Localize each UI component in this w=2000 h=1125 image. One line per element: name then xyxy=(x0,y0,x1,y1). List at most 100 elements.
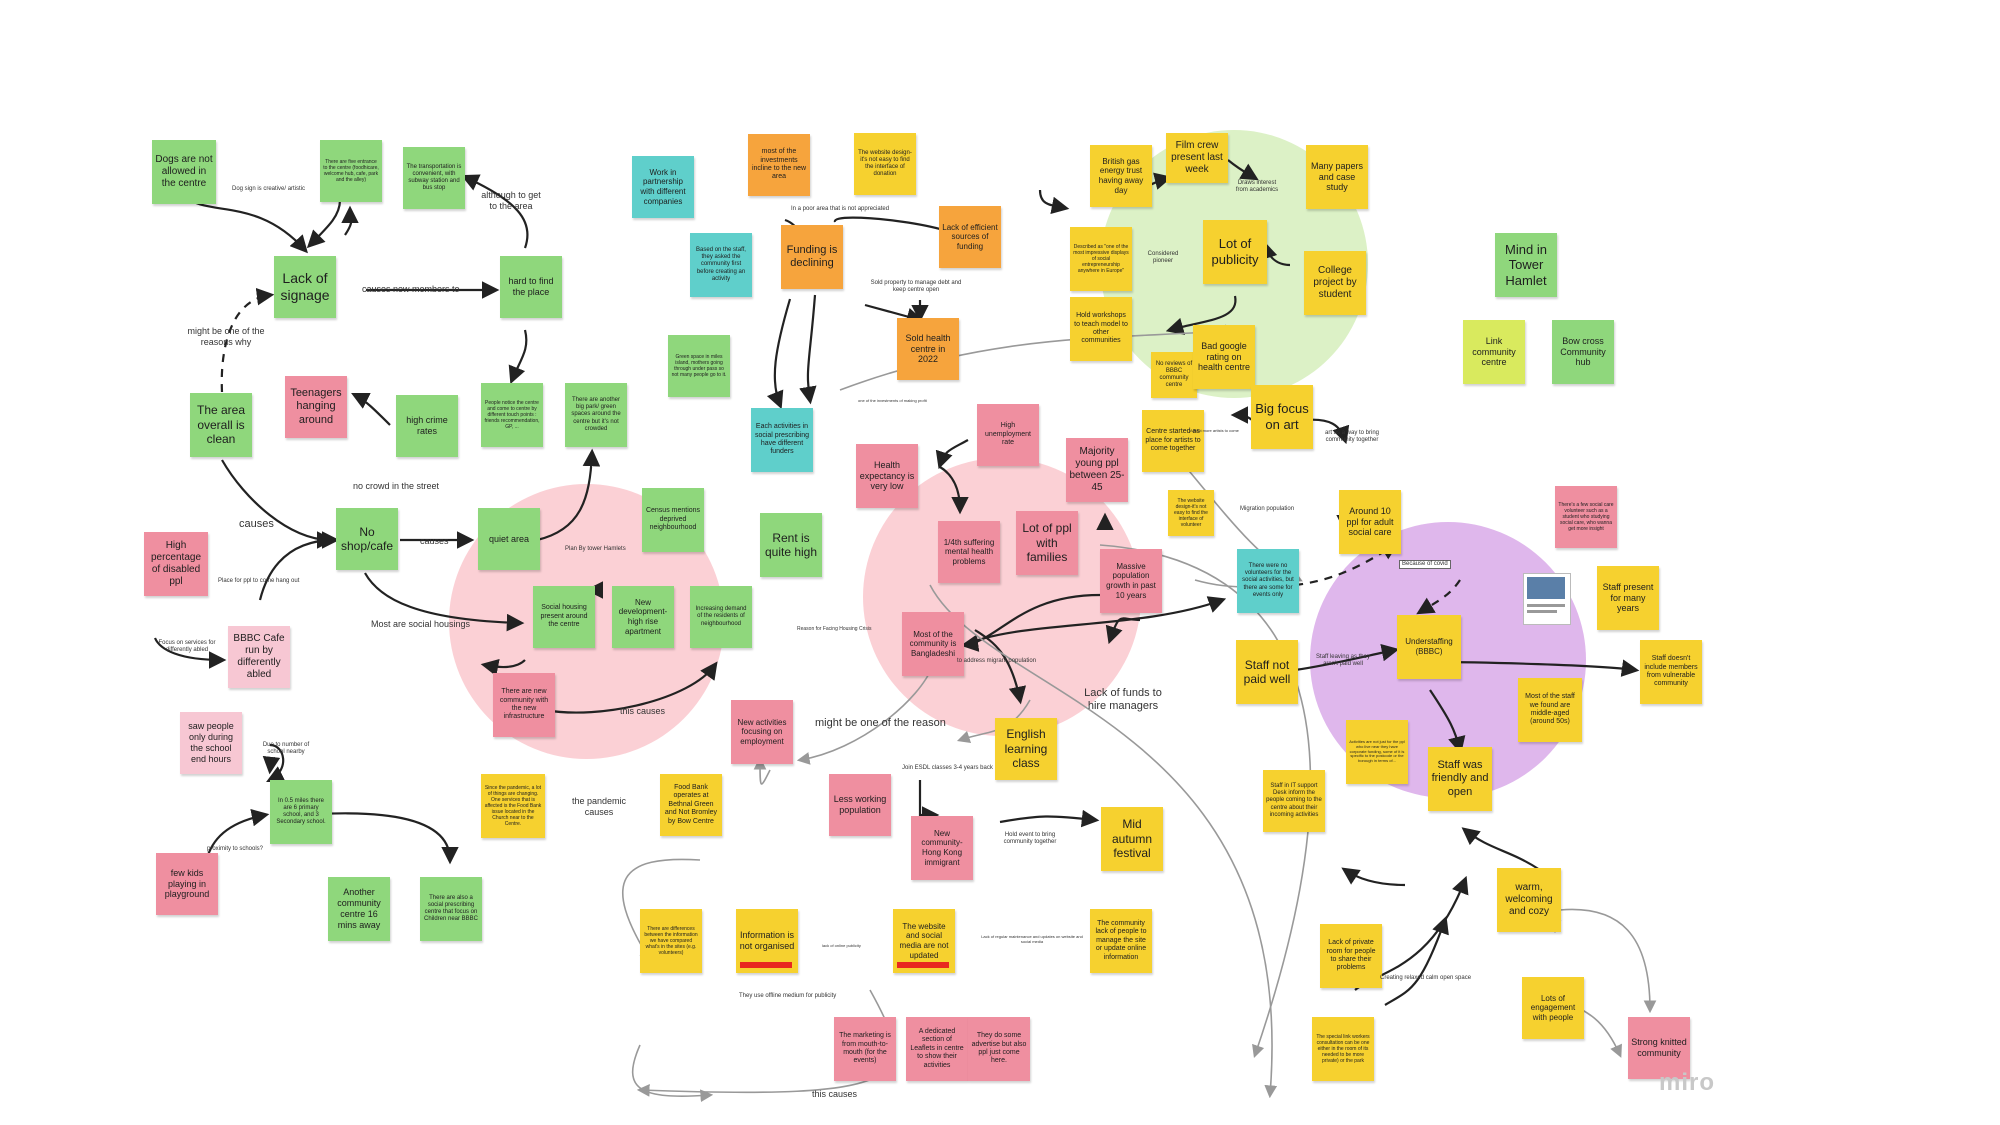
sticky-note[interactable]: The website design-it's not easy to find… xyxy=(854,133,916,195)
sticky-note[interactable]: Lots of engagement with people xyxy=(1522,977,1584,1039)
connector-label: one of the investments of making profit xyxy=(858,398,927,403)
connector-label: lack of online publicity xyxy=(822,943,861,948)
sticky-note[interactable]: Staff present for many years xyxy=(1597,566,1659,630)
sticky-note[interactable]: Another community centre 16 mins away xyxy=(328,877,390,941)
sticky-note[interactable]: Many papers and case study xyxy=(1306,145,1368,209)
sticky-note[interactable]: The marketing is from mouth-to-mouth (fo… xyxy=(834,1017,896,1081)
sticky-note[interactable]: There are five entrance to the centre (f… xyxy=(320,140,382,202)
sticky-note[interactable]: Bad google rating on health centre xyxy=(1193,325,1255,389)
connector-label: Sold property to manage debt and keep ce… xyxy=(870,280,962,294)
sticky-note[interactable]: There are new community with the new inf… xyxy=(493,673,555,737)
sticky-note[interactable]: Big focus on art xyxy=(1251,385,1313,449)
sticky-note[interactable]: Less working population xyxy=(829,774,891,836)
sticky-note[interactable]: A dedicated section of Leaflets in centr… xyxy=(906,1017,968,1081)
sticky-note[interactable]: There were no volunteers for the social … xyxy=(1237,549,1299,613)
sticky-note[interactable]: few kids playing in playground xyxy=(156,853,218,915)
sticky-note[interactable]: New community- Hong Kong immigrant xyxy=(911,816,973,880)
sticky-note[interactable]: saw people only during the school end ho… xyxy=(180,712,242,774)
connector-label: Migration population xyxy=(1240,506,1295,512)
sticky-note[interactable]: Teenagers hanging around xyxy=(285,376,347,438)
sticky-note[interactable]: Most of the staff we found are middle-ag… xyxy=(1518,678,1582,742)
sticky-note[interactable]: hard to find the place xyxy=(500,256,562,318)
sticky-note[interactable]: Most of the community is Bangladeshi xyxy=(902,612,964,676)
sticky-note[interactable]: Each activities in social prescribing ha… xyxy=(751,408,813,472)
sticky-note[interactable]: Mind in Tower Hamlet xyxy=(1495,233,1557,297)
sticky-note[interactable]: Social housing present around the centre xyxy=(533,586,595,648)
pasted-image-thumbnail[interactable] xyxy=(1523,573,1571,625)
connector-label: might be one of the reason xyxy=(815,717,946,729)
sticky-note[interactable]: English learning class xyxy=(995,718,1057,780)
sticky-note[interactable]: There are differences between the inform… xyxy=(640,909,702,973)
sticky-note[interactable]: Hold workshops to teach model to other c… xyxy=(1070,297,1132,361)
sticky-note[interactable]: quiet area xyxy=(478,508,540,570)
sticky-note[interactable]: Dogs are not allowed in the centre xyxy=(152,140,216,204)
connector-label: causes xyxy=(420,536,449,546)
sticky-note[interactable]: There are also a social prescribing cent… xyxy=(420,877,482,941)
sticky-note[interactable]: Sold health centre in 2022 xyxy=(897,318,959,380)
sticky-note[interactable]: Lack of efficient sources of funding xyxy=(939,206,1001,268)
sticky-note[interactable]: warm, welcoming and cozy xyxy=(1497,868,1561,932)
connector-label: Plan By tower Hamlets xyxy=(565,546,626,552)
sticky-note[interactable]: Work in partnership with different compa… xyxy=(632,156,694,218)
sticky-note[interactable]: Lot of publicity xyxy=(1203,220,1267,284)
connector-label: Reason for Facing Housing Crisis xyxy=(797,626,872,632)
sticky-note[interactable]: Described as "one of the most impressive… xyxy=(1070,227,1132,291)
sticky-note[interactable]: Increasing demand of the residents of ne… xyxy=(690,586,752,648)
connector-label: Lack of funds to hire managers xyxy=(1084,687,1162,713)
sticky-note[interactable]: Mid autumn festival xyxy=(1101,807,1163,871)
sticky-note[interactable]: High unemployment rate xyxy=(977,404,1039,466)
sticky-note[interactable]: College project by student xyxy=(1304,251,1366,315)
sticky-note[interactable]: Green space in miles island, mothers goi… xyxy=(668,335,730,397)
sticky-note[interactable]: They do some advertise but also ppl just… xyxy=(968,1017,1030,1081)
sticky-note[interactable]: The area overall is clean xyxy=(190,393,252,457)
sticky-note[interactable]: Since the pandemic, a lot of things are … xyxy=(481,774,545,838)
sticky-note[interactable]: Food Bank operates at Bethnal Green and … xyxy=(660,774,722,836)
sticky-note[interactable]: Census mentions deprived neighbourhood xyxy=(642,488,704,552)
sticky-note[interactable]: The transportation is convenient, with s… xyxy=(403,147,465,209)
sticky-note[interactable]: The website design-it's not easy to find… xyxy=(1168,490,1214,536)
connector-label: art as a way to bring community together xyxy=(1324,430,1380,444)
sticky-note[interactable]: Link community centre xyxy=(1463,320,1525,384)
sticky-note[interactable]: BBBC Cafe run by differently abled xyxy=(228,626,290,688)
sticky-note[interactable]: In 0.5 miles there are 6 primary school,… xyxy=(270,780,332,844)
sticky-note[interactable]: There are another big park/ green spaces… xyxy=(565,383,627,447)
sticky-note[interactable]: most of the investments incline to the n… xyxy=(748,134,810,196)
sticky-note[interactable]: There's a few social care volunteer such… xyxy=(1555,486,1617,548)
sticky-note[interactable]: Staff not paid well xyxy=(1236,640,1298,704)
sticky-note[interactable]: No shop/cafe xyxy=(336,508,398,570)
sticky-note[interactable]: Staff doesn't include members from vulne… xyxy=(1640,640,1702,704)
sticky-note[interactable]: Majority young ppl between 25-45 xyxy=(1066,438,1128,502)
sticky-note[interactable]: New development- high rise apartment xyxy=(612,586,674,648)
sticky-note[interactable]: Activities are not just for the ppl who … xyxy=(1346,720,1408,784)
sticky-note[interactable]: High percentage of disabled ppl xyxy=(144,532,208,596)
sticky-note[interactable]: Understaffing (BBBC) xyxy=(1397,615,1461,679)
sticky-note[interactable]: British gas energy trust having away day xyxy=(1090,145,1152,207)
sticky-note[interactable]: Lack of private room for people to share… xyxy=(1320,924,1382,988)
sticky-note[interactable]: Staff was friendly and open xyxy=(1428,747,1492,811)
sticky-note[interactable]: Staff in IT support Desk inform the peop… xyxy=(1263,770,1325,832)
sticky-note[interactable]: Film crew present last week xyxy=(1166,133,1228,183)
connector-label: to address migrant population xyxy=(957,658,1037,664)
sticky-note[interactable]: high crime rates xyxy=(396,395,458,457)
sticky-note[interactable]: Health expectancy is very low xyxy=(856,444,918,508)
sticky-note[interactable]: Funding is declining xyxy=(781,225,843,289)
sticky-note[interactable]: Centre started as place for artists to c… xyxy=(1142,410,1204,472)
sticky-note[interactable]: Lot of ppl with families xyxy=(1016,511,1078,575)
sticky-note[interactable]: 1/4th suffering mental health problems xyxy=(938,521,1000,583)
sticky-note[interactable]: Bow cross Community hub xyxy=(1552,320,1614,384)
connector-label: although to get to the area xyxy=(481,190,541,211)
sticky-note[interactable]: No reviews of BBBC community centre xyxy=(1151,352,1197,398)
sticky-note[interactable]: Around 10 ppl for adult social care xyxy=(1339,490,1401,554)
sticky-note[interactable]: People notice the centre and come to cen… xyxy=(481,383,543,447)
sticky-note[interactable]: New activities focusing on employment xyxy=(731,700,793,764)
sticky-note[interactable]: Massive population growth in past 10 yea… xyxy=(1100,549,1162,613)
connector-label: proximity to schools? xyxy=(207,846,264,852)
highlight-bar xyxy=(897,962,949,968)
sticky-note[interactable]: Rent is quite high xyxy=(760,513,822,577)
sticky-note[interactable]: Based on the staff, they asked the commu… xyxy=(690,233,752,297)
sticky-note[interactable]: Strong knitted community xyxy=(1628,1017,1690,1079)
sticky-note[interactable]: Lack of signage xyxy=(274,256,336,318)
sticky-note[interactable]: The community lack of people to manage t… xyxy=(1090,909,1152,973)
sticky-note[interactable]: The special link workers consultation ca… xyxy=(1312,1017,1374,1081)
